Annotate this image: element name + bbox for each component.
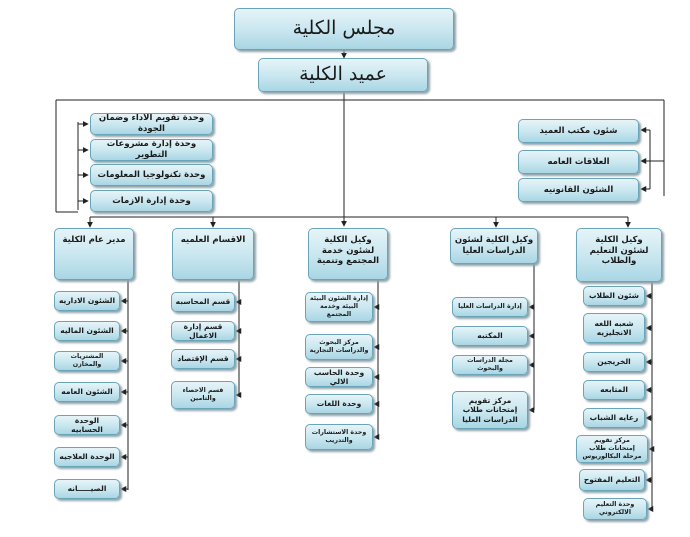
col2-item: وحدة الحاسب الالي: [305, 367, 373, 387]
column-head-graduate-studies: وكيل الكلية لشئون الدراسات العليا: [450, 228, 538, 264]
college-council-box: مجلس الكلية: [234, 8, 454, 50]
col2-item: وحدة الاستشارات والتدريب: [305, 424, 373, 450]
col4-item: شعبه اللغه الانجليزيه: [583, 313, 645, 343]
left-unit-development: وحدة إدارة مشروعات التطوير: [90, 139, 213, 161]
col2-item: وحدة اللغات: [305, 394, 373, 414]
col3-item: مجلة الدراسات والبحوث: [452, 355, 528, 375]
column-head-education-students: وكيل الكلية لشئون التعليم والطلاب: [576, 228, 662, 282]
col2-item: إدارة الشئون البيئة البيئة وخدمة المجتمع: [305, 292, 373, 322]
col4-item: رعايه الشباب: [583, 408, 645, 428]
left-unit-quality: وحدة تقويم الاداء وضمان الجودة: [90, 113, 213, 135]
col0-item: المشتريات والمخازن: [54, 351, 120, 371]
col0-item: الشئون الماليه: [54, 321, 120, 341]
col1-item: قسم إدارة الاعمال: [171, 321, 235, 341]
col4-item: وحدة التعليم الالكتروني: [583, 498, 647, 520]
col4-item: التعليم المفتوح: [579, 469, 645, 491]
col3-item: إدارة الدراسات العليا: [452, 297, 528, 317]
dean-box: عميد الكلية: [258, 58, 428, 92]
col4-item: شئون الطلاب: [583, 286, 645, 306]
right-unit-dean-office: شئون مكتب العميد: [518, 119, 639, 143]
col4-item: المتابعه: [583, 380, 645, 400]
col1-item: قسم الاحصاء والتامين: [171, 381, 235, 409]
left-unit-crisis: وحدة إدارة الازمات: [90, 190, 213, 212]
col0-item: الصيـــــانه: [54, 479, 120, 499]
col0-item: الوحدة العلاجيه: [54, 447, 120, 467]
col2-item: مركز البحوث والدراسات التجارية: [305, 334, 373, 360]
col3-item: مركز تقويم إمتحانات طلاب الدراسات العليا: [452, 391, 528, 429]
col0-item: الشئون العامه: [54, 382, 120, 402]
col1-item: قسم الإقتصاد: [171, 349, 235, 369]
col4-item: مركز تقويم إمتحانات طلاب مرحلة البكالوري…: [576, 435, 648, 463]
right-unit-public-relations: العلاقات العامه: [518, 150, 639, 174]
right-unit-legal: الشئون القانونيه: [518, 178, 639, 202]
column-head-departments: الاقسام العلميه: [172, 228, 254, 280]
column-head-general-manager: مدير عام الكلية: [54, 228, 134, 280]
col1-item: قسم المحاسبه: [171, 292, 235, 312]
col3-item: المكتبه: [452, 326, 528, 346]
col4-item: الخريجين: [583, 352, 645, 372]
col0-item: الشئون الاداريه: [54, 291, 120, 311]
left-unit-it: وحدة تكنولوجيا المعلومات: [90, 164, 213, 186]
col0-item: الوحدة الحسابيه: [54, 415, 120, 435]
column-head-community-service: وكيل الكلية لشئون خدمة المجتمع وتنمية: [308, 228, 388, 280]
